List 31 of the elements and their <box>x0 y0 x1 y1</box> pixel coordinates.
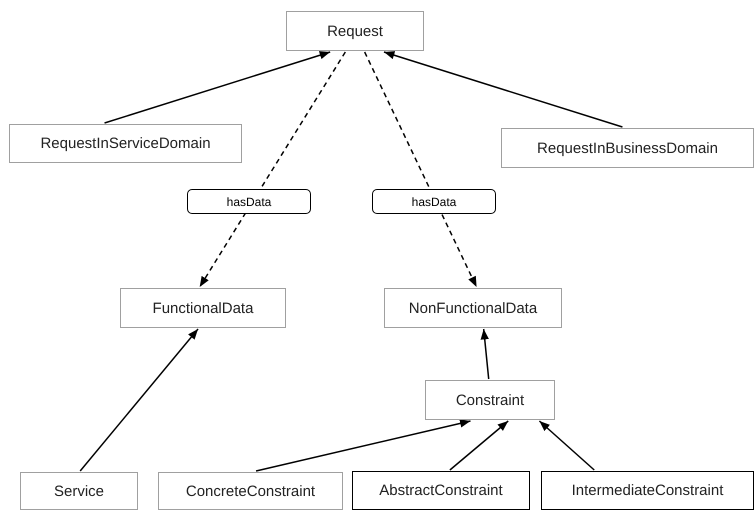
class-name: FunctionalData <box>152 300 254 316</box>
class-name: Constraint <box>456 392 524 408</box>
arrow <box>480 328 490 380</box>
edge-label: hasData <box>372 189 496 214</box>
class-box <box>20 472 138 510</box>
class-box <box>501 128 754 168</box>
arrow <box>80 328 199 472</box>
class-name: ConcreteConstraint <box>186 482 316 500</box>
class-box <box>120 288 286 328</box>
class-name: Service <box>54 482 104 500</box>
class-box <box>286 11 424 51</box>
dashed-arrow <box>364 52 478 288</box>
class-name: IntermediateConstraint <box>572 482 724 499</box>
dashed-arrow <box>199 52 346 288</box>
class-name: AbstractConstraint <box>379 482 503 499</box>
arrow <box>538 420 595 471</box>
class-box <box>541 471 754 510</box>
class-name: Request <box>327 22 383 40</box>
class-box <box>9 124 242 163</box>
class-name: NonFunctionalData <box>408 300 538 316</box>
class-name: RequestInBusinessDomain <box>537 140 718 156</box>
class-name: RequestInServiceDomain <box>40 135 211 152</box>
class-box <box>158 472 343 510</box>
arrow <box>384 51 623 128</box>
arrow <box>256 419 471 472</box>
arrow <box>104 51 330 124</box>
class-box <box>384 288 562 328</box>
arrow <box>449 420 509 471</box>
class-box <box>352 471 530 510</box>
class-box <box>425 380 555 420</box>
edge-label: hasData <box>187 189 311 214</box>
